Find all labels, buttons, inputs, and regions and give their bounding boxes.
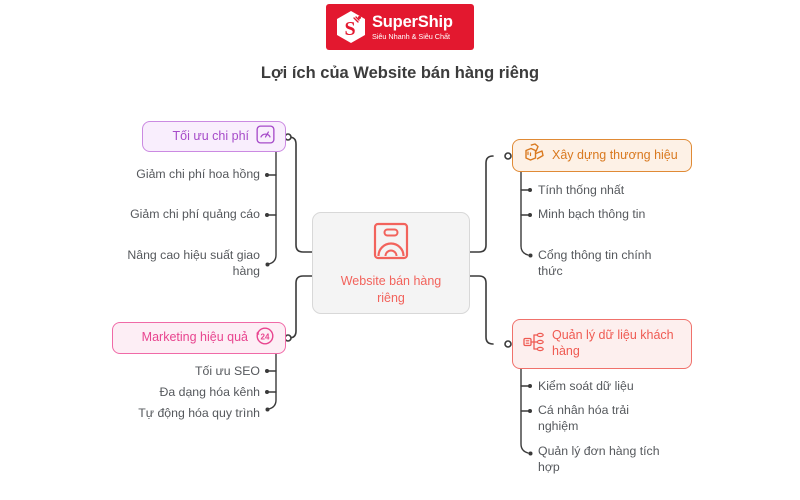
boxes-icon — [523, 142, 545, 169]
logo-tagline: Siêu Nhanh & Siêu Chất — [372, 32, 451, 42]
sub-item-data-1[interactable]: Kiểm soát dữ liệu — [538, 379, 634, 393]
sub-item-cost-3[interactable]: Nâng cao hiệu suất giao hàng — [127, 248, 260, 279]
shopping-bag-icon — [368, 220, 414, 269]
logo-title: SuperShip — [372, 12, 453, 31]
page-title: Lợi ích của Website bán hàng riêng — [260, 64, 540, 82]
sub-item-marketing-2[interactable]: Đa dạng hóa kênh — [159, 385, 260, 399]
sub-item-cost-2[interactable]: Giảm chi phí quảng cáo — [130, 207, 260, 221]
sub-item-marketing-3[interactable]: Tự động hóa quy trình — [138, 406, 260, 420]
logo-hexagon-s-icon: S — [335, 10, 367, 44]
sub-item-marketing-1[interactable]: Tối ưu SEO — [195, 364, 260, 378]
branch-marketing-label: Marketing hiệu quả — [141, 330, 248, 345]
sub-item-brand-2[interactable]: Minh bạch thông tin — [538, 207, 646, 221]
supership-logo: S SuperShip Siêu Nhanh & Siêu Chất — [326, 4, 474, 50]
branch-data[interactable]: Quản lý dữ liệu khách hàng — [512, 319, 692, 369]
gauge-icon — [256, 124, 275, 149]
branch-marketing[interactable]: Marketing hiệu quả 24 — [112, 322, 286, 354]
database-hierarchy-icon — [523, 331, 545, 358]
branch-brand-label: Xây dựng thương hiệu — [552, 147, 678, 162]
sub-item-data-2[interactable]: Cá nhân hóa trải nghiệm — [538, 403, 629, 434]
sub-item-brand-1[interactable]: Tính thống nhất — [538, 183, 625, 197]
branch-data-label: Quản lý dữ liệu khách hàng — [552, 328, 674, 358]
sub-item-brand-3[interactable]: Cổng thông tin chính thức — [538, 248, 652, 279]
sub-item-cost-1[interactable]: Giảm chi phí hoa hồng — [136, 167, 260, 181]
branch-brand[interactable]: Xây dựng thương hiệu — [512, 139, 692, 172]
branch-cost[interactable]: Tối ưu chi phí — [142, 121, 286, 152]
twentyfour-hour-icon: 24 — [255, 326, 275, 351]
center-node[interactable]: Website bán hàng riêng — [312, 212, 470, 314]
svg-text:24: 24 — [261, 332, 270, 341]
svg-text:S: S — [344, 18, 355, 40]
center-node-label: Website bán hàng riêng — [340, 274, 442, 305]
branch-cost-label: Tối ưu chi phí — [172, 128, 249, 143]
sub-item-data-3[interactable]: Quản lý đơn hàng tích hợp — [538, 444, 660, 475]
